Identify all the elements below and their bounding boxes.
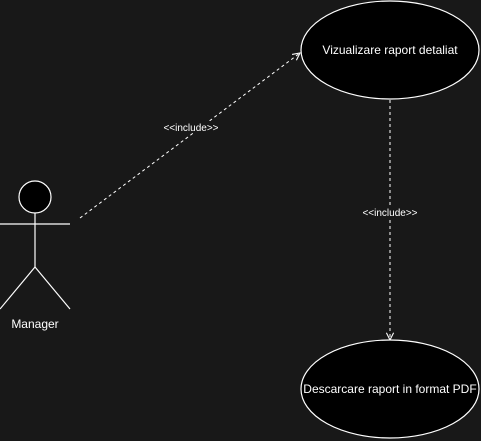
actor-manager[interactable]: Manager (0, 180, 71, 331)
usecase-download-pdf-report[interactable]: Descarcare raport in format PDF (300, 339, 480, 439)
relation-label: <<include>> (163, 123, 218, 134)
relation-label: <<include>> (362, 208, 417, 219)
relation-label-background (359, 206, 421, 218)
usecase-label: Descarcare raport in format PDF (303, 382, 476, 396)
actor-label: Manager (11, 317, 58, 331)
actor-left-leg (0, 266, 36, 310)
include-relation-view-to-download[interactable]: <<include>> (359, 100, 421, 340)
relation-label-background (160, 121, 222, 133)
usecase-ellipse (300, 339, 480, 439)
usecase-label: Vizualizare raport detaliat (322, 43, 458, 57)
include-relation-actor-to-view-report[interactable]: <<include>> (79, 53, 300, 219)
dashed-arrow (79, 53, 300, 219)
actor-right-leg (34, 266, 71, 310)
actor-head-icon (18, 180, 52, 214)
usecase-ellipse (300, 0, 480, 100)
usecase-view-detailed-report[interactable]: Vizualizare raport detaliat (300, 0, 480, 100)
